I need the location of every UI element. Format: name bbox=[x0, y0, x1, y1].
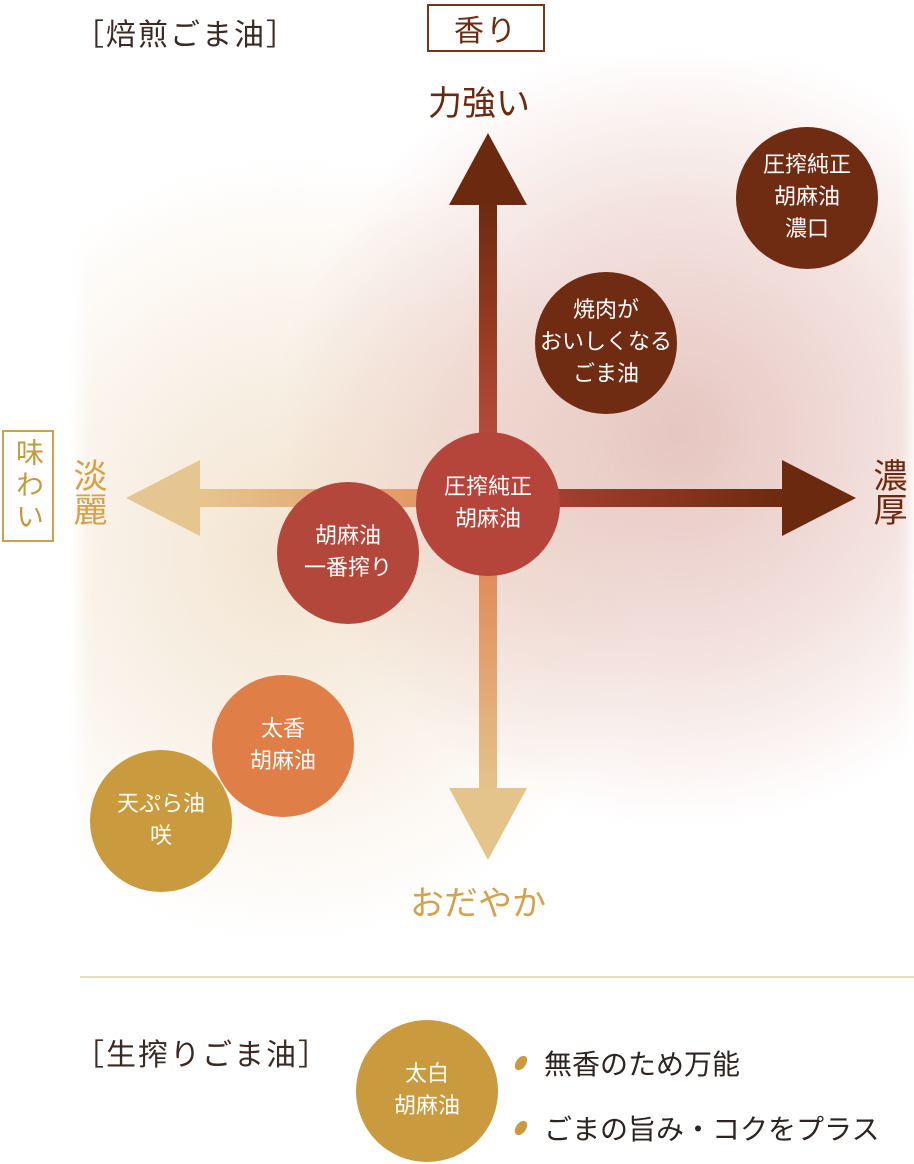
axis-label-strong: 力強い bbox=[428, 84, 530, 124]
product-line: ごま油 bbox=[572, 362, 639, 387]
arrow-up-shaft bbox=[479, 200, 497, 500]
product-line: 胡麻油 bbox=[393, 1094, 460, 1119]
leaf-bullet-icon bbox=[514, 1055, 528, 1071]
product-line: 焼肉が bbox=[572, 298, 639, 323]
product-bubble-tempura: 天ぷら油 咲 bbox=[90, 750, 232, 892]
product-line: おいしくなる bbox=[539, 330, 672, 355]
product-line: 胡麻油 bbox=[314, 524, 381, 549]
aroma-label-box: 香り bbox=[427, 4, 545, 52]
leaf-bullet-icon bbox=[514, 1120, 528, 1136]
product-line: 胡麻油 bbox=[773, 185, 840, 210]
feature-bullet: 無香のため万能 bbox=[512, 1043, 740, 1083]
axis-label-rich: 濃厚 bbox=[867, 458, 907, 526]
product-bubble-assaku: 圧搾純正 胡麻油 bbox=[416, 432, 560, 576]
product-bubble-taihaku: 太白 胡麻油 bbox=[356, 1020, 498, 1162]
product-line: 圧搾純正 bbox=[443, 475, 532, 500]
product-line: 濃口 bbox=[784, 217, 829, 242]
product-bubble-taiko: 太香 胡麻油 bbox=[212, 675, 354, 817]
product-bubble-yakiniku: 焼肉が おいしくなる ごま油 bbox=[535, 272, 677, 414]
product-line: 胡麻油 bbox=[454, 507, 521, 532]
product-line: 天ぷら油 bbox=[116, 792, 205, 817]
product-bubble-ichiban: 胡麻油 一番搾り bbox=[277, 482, 419, 624]
product-line: 太白 bbox=[404, 1062, 449, 1087]
feature-bullet: ごまの旨み・コクをプラス bbox=[512, 1108, 879, 1148]
product-line: 一番搾り bbox=[303, 556, 392, 581]
axis-label-light: 淡麗 bbox=[67, 458, 107, 526]
arrow-up-head bbox=[449, 133, 527, 205]
arrow-down-head bbox=[449, 788, 527, 860]
feature-text: ごまの旨み・コクをプラス bbox=[544, 1113, 880, 1146]
arrow-left-head bbox=[126, 460, 200, 536]
product-line: 圧搾純正 bbox=[762, 153, 851, 178]
feature-text: 無香のため万能 bbox=[544, 1048, 741, 1081]
roasted-section-title: ［焙煎ごま油］ bbox=[74, 18, 298, 53]
product-bubble-assaku-koikuchi: 圧搾純正 胡麻油 濃口 bbox=[736, 127, 878, 269]
product-line: 咲 bbox=[149, 824, 172, 849]
section-divider bbox=[80, 976, 914, 978]
axis-label-mild: おだやか bbox=[410, 884, 546, 924]
arrow-right-shaft bbox=[488, 489, 788, 507]
taste-label-box: 味わい bbox=[2, 430, 54, 542]
product-line: 太香 bbox=[260, 717, 305, 742]
arrow-right-head bbox=[782, 460, 856, 536]
raw-section-title: ［生搾りごま油］ bbox=[74, 1038, 330, 1073]
product-line: 胡麻油 bbox=[249, 749, 316, 774]
